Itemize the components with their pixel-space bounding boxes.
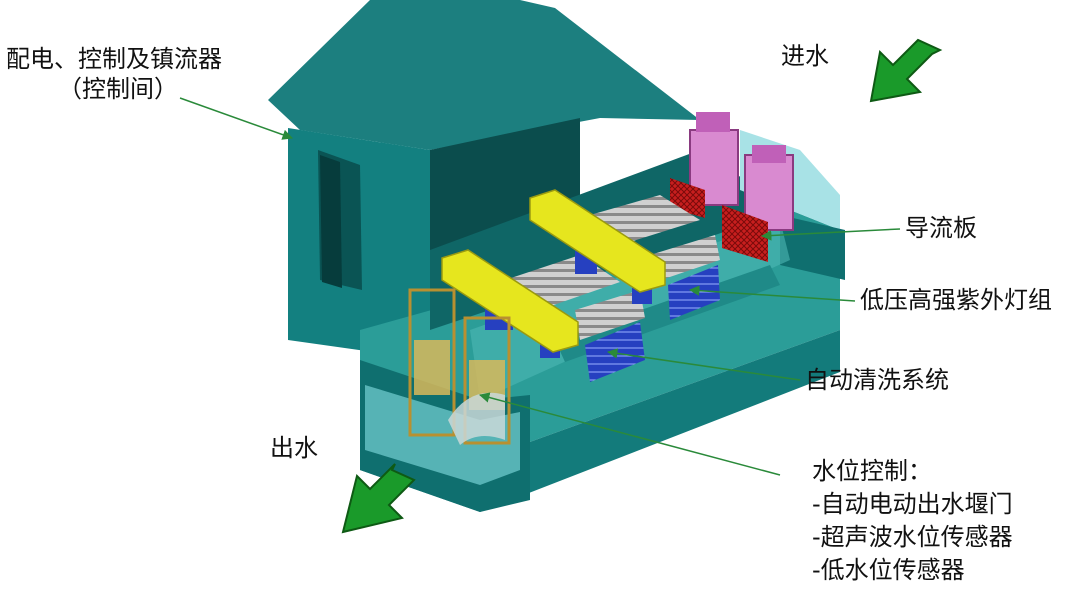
label-baffle: 导流板 bbox=[905, 214, 977, 242]
lamp-box-6 bbox=[632, 288, 652, 304]
leader-control-room bbox=[179, 97, 293, 140]
inlet-chamber-wall bbox=[780, 215, 845, 280]
label-auto-clean: 自动清洗系统 bbox=[805, 366, 949, 394]
lamp-module-front-1 bbox=[650, 235, 720, 282]
control-room-window-shade bbox=[320, 155, 342, 288]
inlet-gate-1-frame bbox=[696, 112, 730, 132]
leader-level-control bbox=[478, 392, 781, 476]
label-uv-lamps: 低压高强紫外灯组 bbox=[860, 286, 1052, 314]
beam-rear bbox=[529, 189, 666, 293]
label-level-control: 水位控制： -自动电动出水堰门 -超声波水位传感器 -低水位传感器 bbox=[812, 455, 1013, 587]
inlet-gates bbox=[689, 112, 794, 231]
baffle-plates bbox=[670, 178, 768, 262]
cleaning-beams bbox=[441, 189, 666, 353]
outlet-arrow bbox=[341, 463, 416, 534]
outlet-gate-1-frame bbox=[408, 288, 456, 437]
label-outlet: 出水 bbox=[270, 434, 318, 462]
outlet-gate-1 bbox=[414, 340, 450, 395]
leader-baffle bbox=[760, 228, 901, 241]
outlet-gate-2-frame bbox=[463, 316, 511, 445]
label-control-room-line2: （控制间） bbox=[58, 75, 178, 103]
baffle-plate-2 bbox=[722, 205, 768, 262]
outlet-weir-curve bbox=[448, 392, 505, 445]
leader-uv-lamps bbox=[688, 285, 856, 302]
label-control-room: 配电、控制及镇流器 （控制间） bbox=[6, 44, 222, 104]
label-level-control-item-1: -自动电动出水堰门 bbox=[812, 490, 1013, 518]
inlet-arrow bbox=[869, 38, 943, 103]
label-inlet: 进水 bbox=[781, 42, 829, 70]
inlet-gate-2-frame bbox=[752, 145, 786, 163]
leader-lines bbox=[179, 97, 901, 476]
label-level-control-title: 水位控制： bbox=[812, 457, 932, 485]
beam-front bbox=[441, 249, 579, 353]
label-control-room-line1: 配电、控制及镇流器 bbox=[6, 45, 222, 73]
label-level-control-item-2: -超声波水位传感器 bbox=[812, 523, 1013, 551]
leader-auto-clean bbox=[606, 348, 801, 381]
label-level-control-item-3: -低水位传感器 bbox=[812, 556, 965, 584]
lamp-module-front-2 bbox=[575, 290, 645, 340]
control-room-roof bbox=[268, 0, 700, 150]
